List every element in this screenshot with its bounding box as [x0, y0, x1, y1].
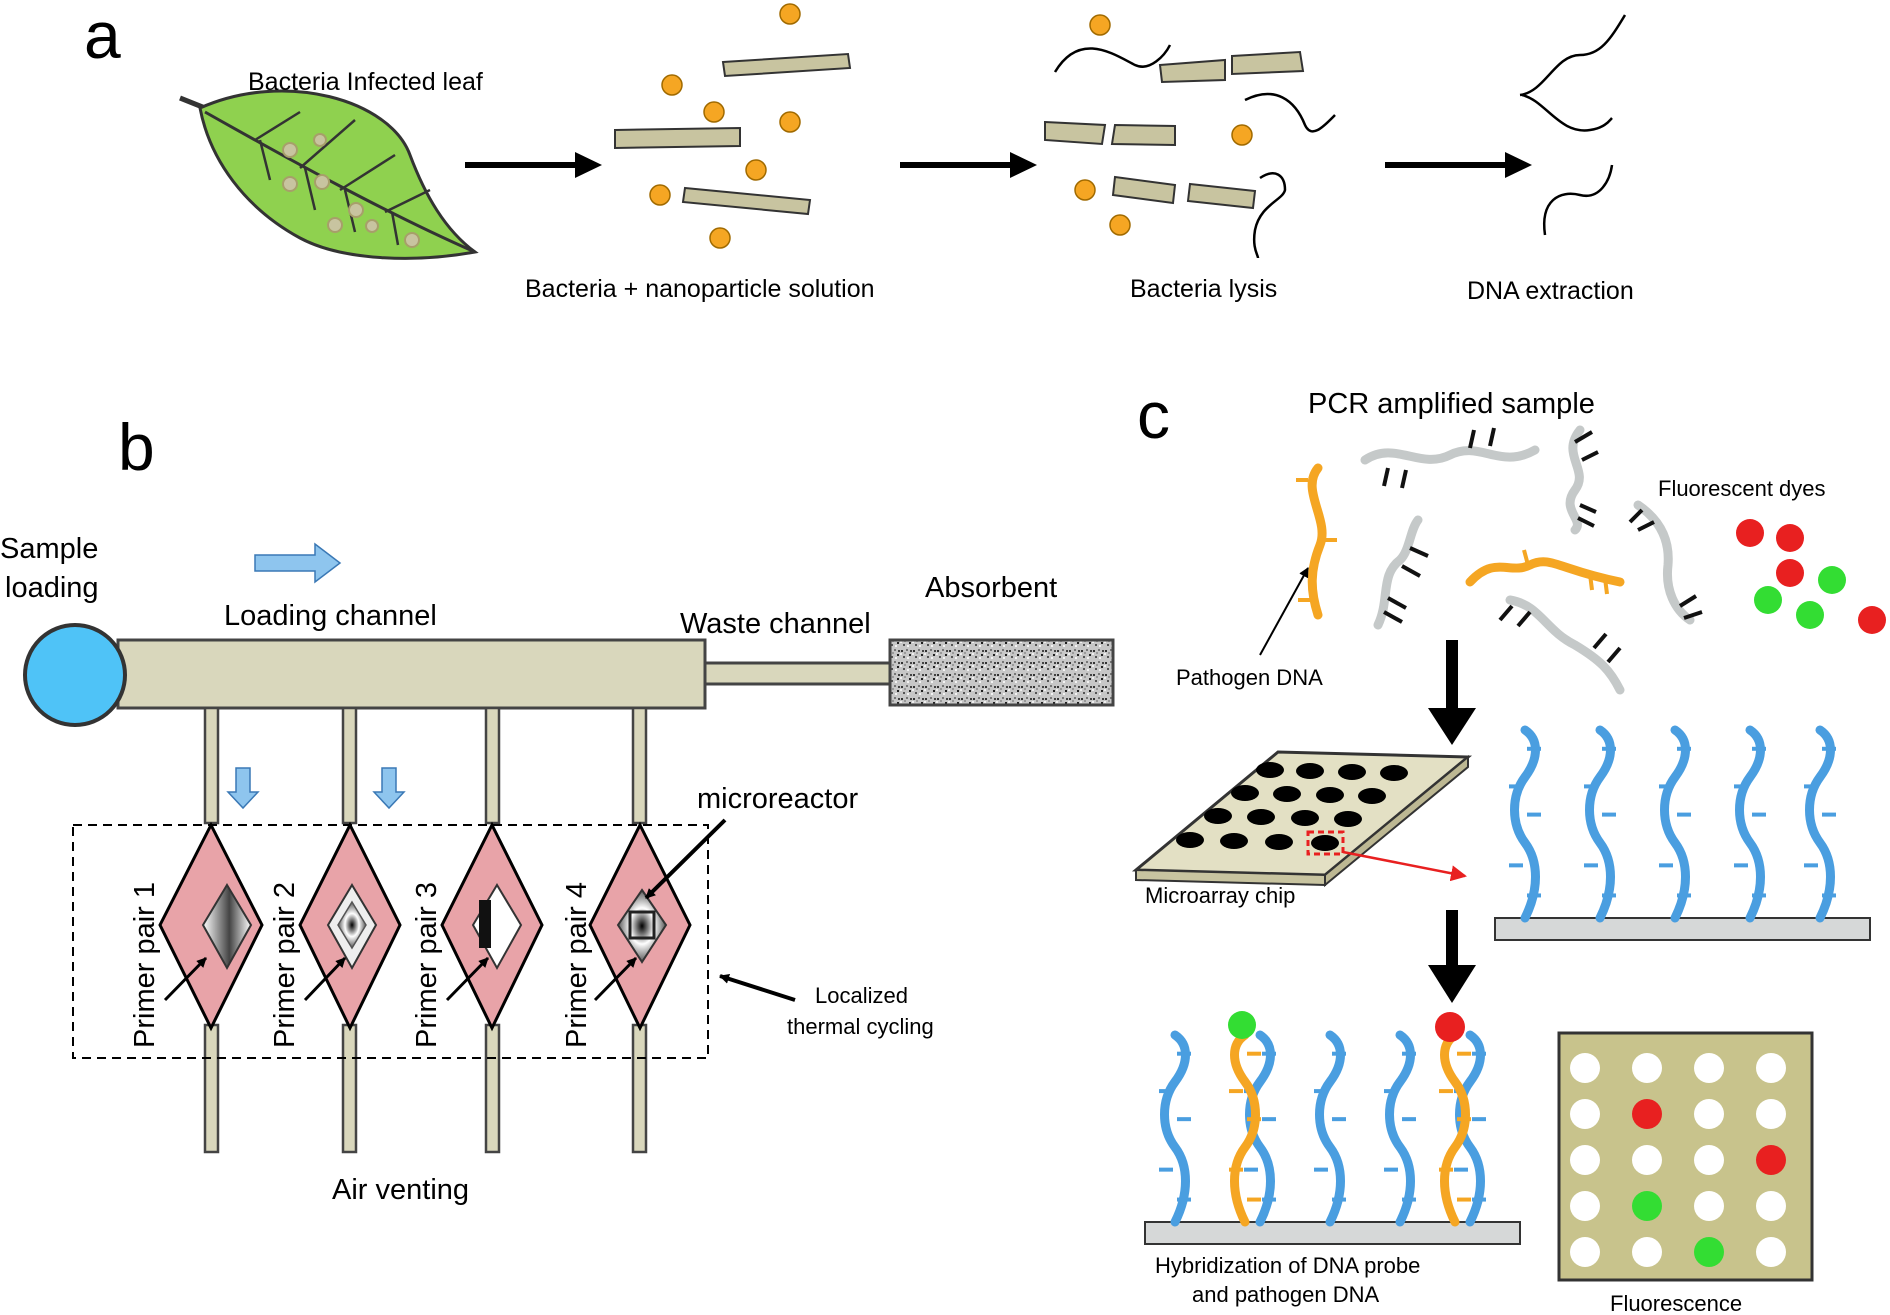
panel-a: a Bacteria Infected leaf Bac	[84, 0, 1634, 305]
fluorescence-label: Fluorescence	[1610, 1291, 1742, 1315]
fluorescent-dyes	[1736, 519, 1886, 634]
chip-label: Microarray chip	[1145, 883, 1295, 908]
pathogen-pointer	[1259, 567, 1309, 656]
panel-b: b Sample loading Loading channel Waste c…	[0, 410, 1115, 1206]
primer-label: Primer pair 2	[269, 882, 301, 1048]
hybridization-array	[1144, 1011, 1521, 1245]
step2-label: Bacteria lysis	[1130, 275, 1277, 303]
fluorescence-spot	[1570, 1237, 1600, 1267]
thermal-label-line2: thermal cycling	[787, 1014, 934, 1039]
primer-label: Primer pair 4	[561, 882, 593, 1048]
sample-loading-label-line2: loading	[5, 572, 99, 604]
pathogen-dna-strand	[1307, 463, 1327, 620]
fluorescence-spot	[1694, 1237, 1724, 1267]
probe-strand	[1660, 725, 1690, 923]
sample-loading-label-line1: Sample	[0, 533, 98, 565]
waste-channel-label: Waste channel	[680, 608, 871, 640]
bacteria-nanoparticle-solution	[614, 3, 852, 249]
primer-label: Primer pair 1	[129, 882, 161, 1048]
probe-strand	[1245, 1030, 1275, 1227]
probe-strand	[1385, 1030, 1415, 1227]
fluorescence-spot	[1570, 1145, 1600, 1175]
probe-strand	[1455, 1030, 1485, 1227]
panel-b-letter: b	[118, 410, 155, 484]
absorbent-label: Absorbent	[925, 572, 1057, 604]
hyb-label-line1: Hybridization of DNA probe	[1155, 1253, 1420, 1278]
probe-array	[1494, 725, 1871, 941]
fluorescence-spot	[1756, 1237, 1786, 1267]
pathogen-label: Pathogen DNA	[1176, 665, 1323, 690]
fluorescence-spot	[1756, 1099, 1786, 1129]
thermal-pointer	[719, 973, 796, 1002]
panel-a-letter: a	[84, 0, 121, 72]
hyb-label-line2: and pathogen DNA	[1192, 1282, 1379, 1307]
pathogen-strand	[1440, 1030, 1470, 1227]
probe-strand	[1735, 725, 1765, 923]
step3-label: DNA extraction	[1467, 277, 1634, 305]
fluorescence-spot	[1756, 1053, 1786, 1083]
fluorescence-spot	[1632, 1099, 1662, 1129]
fluorescence-spot	[1756, 1145, 1786, 1175]
probe-strand	[1315, 1030, 1345, 1227]
dyes-label: Fluorescent dyes	[1658, 476, 1826, 501]
fluorescence-spot	[1632, 1053, 1662, 1083]
fluorescence-spot	[1694, 1145, 1724, 1175]
microreactor-label: microreactor	[697, 783, 858, 815]
fluorescence-spot	[1570, 1099, 1600, 1129]
reactor-3	[440, 821, 544, 1032]
loading-channel-label: Loading channel	[224, 600, 437, 632]
absorbent-pad	[888, 638, 1115, 707]
reactor-4	[588, 821, 692, 1032]
flow-arrow-down-icon	[372, 767, 406, 810]
fluorescence-spot	[1694, 1099, 1724, 1129]
air-venting-label: Air venting	[332, 1174, 469, 1206]
bacteria-lysis	[1044, 14, 1336, 259]
pathogen-dna-bases	[1296, 478, 1337, 602]
microreactor-pointer	[644, 818, 727, 900]
panel-c: c PCR amplified sample Pathogen DNA Fluo…	[1131, 378, 1886, 1315]
feed-channels	[203, 706, 648, 1154]
sample-well	[23, 623, 127, 727]
fluorescence-spot	[1632, 1145, 1662, 1175]
reactor-1	[158, 821, 264, 1032]
reactor-2	[298, 821, 402, 1032]
fluorescence-spot	[1570, 1053, 1600, 1083]
fluorescence-spot	[1694, 1053, 1724, 1083]
flow-arrow-right-icon	[254, 542, 342, 584]
pathogen-strand	[1230, 1030, 1260, 1227]
fluorescence-spot	[1756, 1191, 1786, 1221]
probe-strand	[1510, 725, 1540, 923]
panel-c-letter: c	[1137, 378, 1170, 452]
thermal-label-line1: Localized	[815, 983, 908, 1008]
leaf-label: Bacteria Infected leaf	[248, 68, 483, 96]
microarray-chip	[1131, 750, 1473, 888]
fluorescence-spot	[1632, 1191, 1662, 1221]
pcr-sample-label: PCR amplified sample	[1308, 388, 1595, 420]
thermal-zone	[72, 824, 709, 1059]
probe-strand	[1585, 725, 1615, 923]
probe-strand	[1160, 1030, 1190, 1227]
probe-strand	[1805, 725, 1835, 923]
fluorescence-readout	[1557, 1031, 1814, 1282]
flow-arrow-down-icon	[226, 767, 260, 810]
fluorescence-spot	[1694, 1191, 1724, 1221]
extracted-dna	[1519, 14, 1627, 236]
loading-channel	[116, 638, 707, 710]
pcr-fragments	[1360, 425, 1703, 695]
infected-leaf-icon	[179, 89, 479, 260]
fluorescence-spot	[1570, 1191, 1600, 1221]
waste-channel	[703, 661, 892, 686]
primer-label: Primer pair 3	[411, 882, 443, 1048]
step1-label: Bacteria + nanoparticle solution	[525, 275, 875, 303]
primer-labels: Primer pair 1 Primer pair 2 Primer pair …	[129, 882, 593, 1048]
fluorescence-spot	[1632, 1237, 1662, 1267]
